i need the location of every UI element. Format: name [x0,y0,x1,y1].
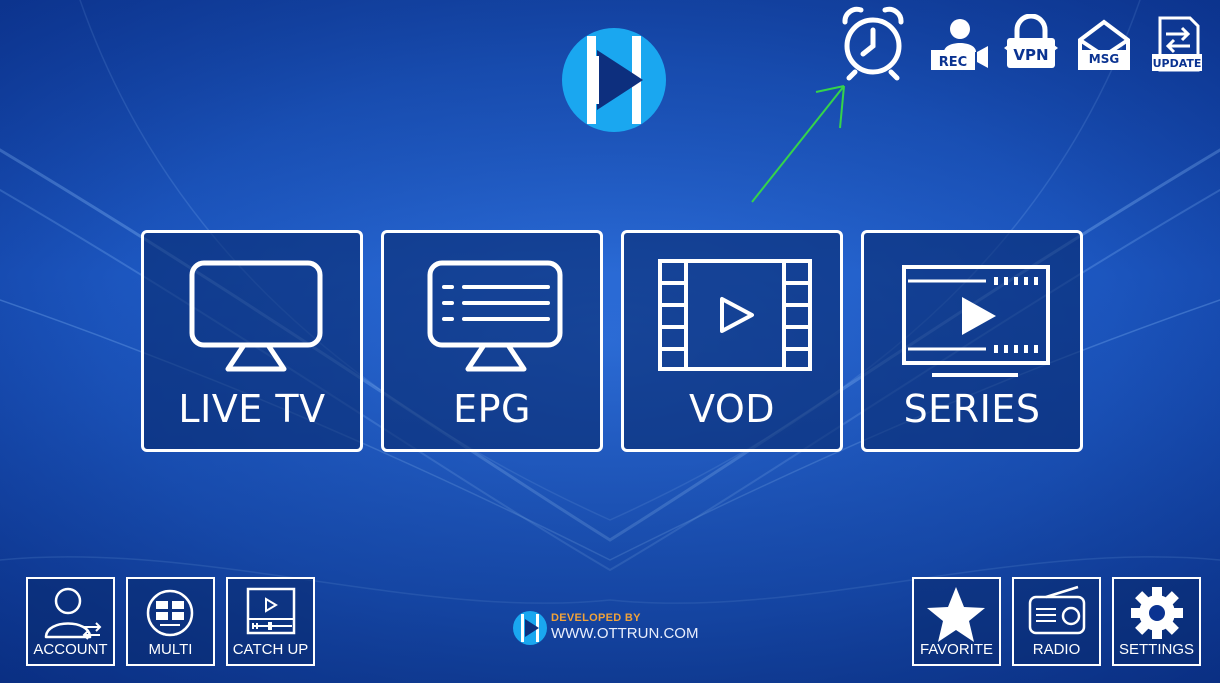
epg-icon [427,260,563,372]
account-icon [44,587,102,640]
epg-tile[interactable]: EPG [381,230,603,452]
radio-label: RADIO [1032,641,1081,658]
favorite-button[interactable]: FAVORITE [912,577,1001,666]
multi-screen-icon [146,589,194,637]
msg-button[interactable]: MSG [1076,18,1132,72]
alarm-clock-icon [842,6,904,81]
alarm-button[interactable] [833,4,913,84]
star-icon [927,587,985,642]
developed-by-text: DEVELOPED BY [551,612,641,624]
app-logo [559,28,669,132]
ottrun-logo-icon [513,611,547,645]
update-button[interactable]: UPDATE [1150,16,1204,72]
msg-label: MSG [1089,52,1119,66]
series-icon [902,265,1050,377]
film-icon [658,259,812,371]
catch-up-icon [246,587,296,635]
vpn-button[interactable]: VPN [1002,13,1060,72]
account-label: ACCOUNT [33,641,108,658]
rec-button[interactable]: REC [928,16,990,72]
favorite-label: FAVORITE [919,641,994,658]
rec-label: REC [939,55,967,70]
rec-icon: REC [931,19,988,70]
live-tv-label: LIVE TV [178,387,326,431]
vpn-icon: VPN [1004,13,1058,68]
account-button[interactable]: ACCOUNT [26,577,115,666]
series-label: SERIES [903,387,1041,431]
catch-up-button[interactable]: CATCH UP [226,577,315,666]
multi-label: MULTI [148,641,193,658]
gear-icon [1131,587,1183,639]
vod-tile[interactable]: VOD [621,230,843,452]
live-tv-tile[interactable]: LIVE TV [141,230,363,452]
update-icon: UPDATE [1152,16,1202,72]
series-tile[interactable]: SERIES [861,230,1083,452]
epg-label: EPG [453,387,531,431]
tv-icon [189,260,323,372]
play-logo-icon [562,28,666,132]
update-label: UPDATE [1153,57,1202,70]
msg-icon: MSG [1078,19,1130,70]
vpn-label: VPN [1013,46,1048,64]
settings-label: SETTINGS [1118,641,1194,658]
annotation-arrow [751,85,845,203]
vod-label: VOD [689,387,775,431]
multi-button[interactable]: MULTI [126,577,215,666]
developer-credit: DEVELOPED BY WWW.OTTRUN.COM [510,608,740,648]
radio-button[interactable]: RADIO [1012,577,1101,666]
catch-up-label: CATCH UP [232,641,309,658]
developer-url[interactable]: WWW.OTTRUN.COM [551,625,699,642]
radio-icon [1028,585,1086,635]
settings-button[interactable]: SETTINGS [1112,577,1201,666]
